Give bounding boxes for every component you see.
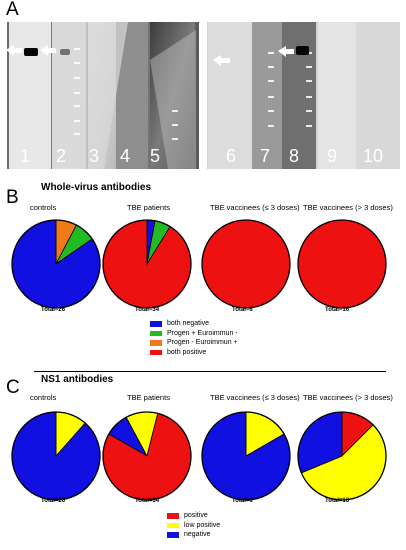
total-label: Total=16 — [325, 498, 350, 504]
legend-swatch — [167, 522, 179, 528]
total-label: Total=34 — [135, 498, 160, 504]
lane-label: 8 — [289, 146, 300, 166]
legend-label: both negative — [167, 320, 210, 328]
legend-label: both positive — [167, 348, 207, 356]
pie-chart — [102, 411, 192, 501]
lane-label: 3 — [89, 146, 100, 166]
legend-label: positive — [184, 512, 208, 520]
group-title: controls — [30, 393, 57, 402]
pie-outline — [102, 219, 192, 309]
lane-label: 6 — [226, 146, 237, 166]
group-title: TBE vaccinees (> 3 doses) — [303, 203, 393, 212]
group-title: controls — [30, 203, 57, 212]
divider — [34, 371, 386, 372]
blot-band-lane-2 — [60, 49, 70, 55]
marker-ladder — [74, 48, 178, 140]
pie-chart — [297, 219, 387, 309]
panel-c-title: NS1 antibodies — [41, 374, 114, 385]
pie-chart — [102, 219, 192, 309]
legend-swatch — [150, 340, 162, 346]
arrow-icon — [278, 46, 294, 57]
lane-label: 7 — [260, 146, 271, 166]
legend-label: low positive — [184, 521, 221, 529]
legend-item: Progen - Euroimmun + — [150, 338, 238, 348]
legend-item: positive — [167, 511, 220, 521]
group-title: TBE vaccinees (> 3 doses) — [303, 393, 393, 402]
total-label: Total=16 — [325, 307, 350, 313]
lane-label: 10 — [363, 146, 384, 166]
total-label: Total=26 — [41, 307, 66, 313]
pie-outline — [297, 219, 387, 309]
pie-outline — [201, 219, 291, 309]
blot-strip-9 — [318, 22, 356, 169]
lane-label: 5 — [150, 146, 161, 166]
arrow-icon — [213, 55, 230, 66]
group-title: TBE vaccinees (≤ 3 doses) — [210, 203, 300, 212]
panel-a-letter: A — [6, 0, 19, 20]
blot-strip-7 — [252, 22, 282, 169]
legend-item: low positive — [167, 521, 220, 531]
legend-c: positive low positive negative — [167, 511, 220, 540]
panel-c-letter: C — [6, 377, 20, 398]
total-label: Total=34 — [135, 307, 160, 313]
group-title: TBE vaccinees (≤ 3 doses) — [210, 393, 300, 402]
legend-label: negative — [184, 531, 211, 539]
group-title: TBE patients — [127, 393, 170, 402]
pie-chart — [297, 411, 387, 501]
lane-label: 2 — [56, 146, 67, 166]
group-title: TBE patients — [127, 203, 170, 212]
legend-label: Progen + Euroimmun - — [167, 329, 238, 337]
legend-b: both negative Progen + Euroimmun - Proge… — [150, 319, 238, 357]
blot-strip-1 — [9, 22, 51, 169]
pie-outline — [201, 411, 291, 501]
lane-label: 1 — [20, 146, 31, 166]
legend-item: Progen + Euroimmun - — [150, 329, 238, 339]
total-label: Total=26 — [41, 498, 66, 504]
pie-chart — [11, 411, 101, 501]
legend-label: Progen - Euroimmun + — [167, 339, 238, 347]
legend-swatch — [150, 321, 162, 327]
blot-strip-10 — [356, 22, 400, 169]
pie-outline — [11, 411, 101, 501]
legend-item: both positive — [150, 348, 238, 358]
pie-outline — [102, 411, 192, 501]
blot-band-lane-8 — [296, 46, 309, 55]
blot-band-lane-1 — [24, 48, 38, 56]
legend-swatch — [167, 513, 179, 519]
pie-chart — [11, 219, 101, 309]
blot-strip-6 — [208, 22, 252, 169]
legend-swatch — [167, 532, 179, 538]
total-label: Total=6 — [232, 498, 253, 504]
lane-label: 4 — [120, 146, 131, 166]
western-blot-image — [6, 22, 400, 169]
legend-item: both negative — [150, 319, 238, 329]
pie-outline — [11, 219, 101, 309]
blot-glare — [150, 30, 196, 169]
legend-item: negative — [167, 530, 220, 540]
panel-b-title: Whole-virus antibodies — [41, 182, 152, 193]
lane-label: 9 — [327, 146, 338, 166]
arrow-icon — [6, 45, 22, 56]
blot-glare — [80, 22, 128, 169]
legend-swatch — [150, 330, 162, 336]
legend-swatch — [150, 349, 162, 355]
pie-outline — [297, 411, 387, 501]
blot-strip-2 — [52, 22, 86, 169]
arrow-icon — [40, 45, 56, 56]
pie-chart — [201, 219, 291, 309]
pie-chart — [201, 411, 291, 501]
panel-b-letter: B — [6, 187, 19, 208]
total-label: Total=6 — [232, 307, 253, 313]
